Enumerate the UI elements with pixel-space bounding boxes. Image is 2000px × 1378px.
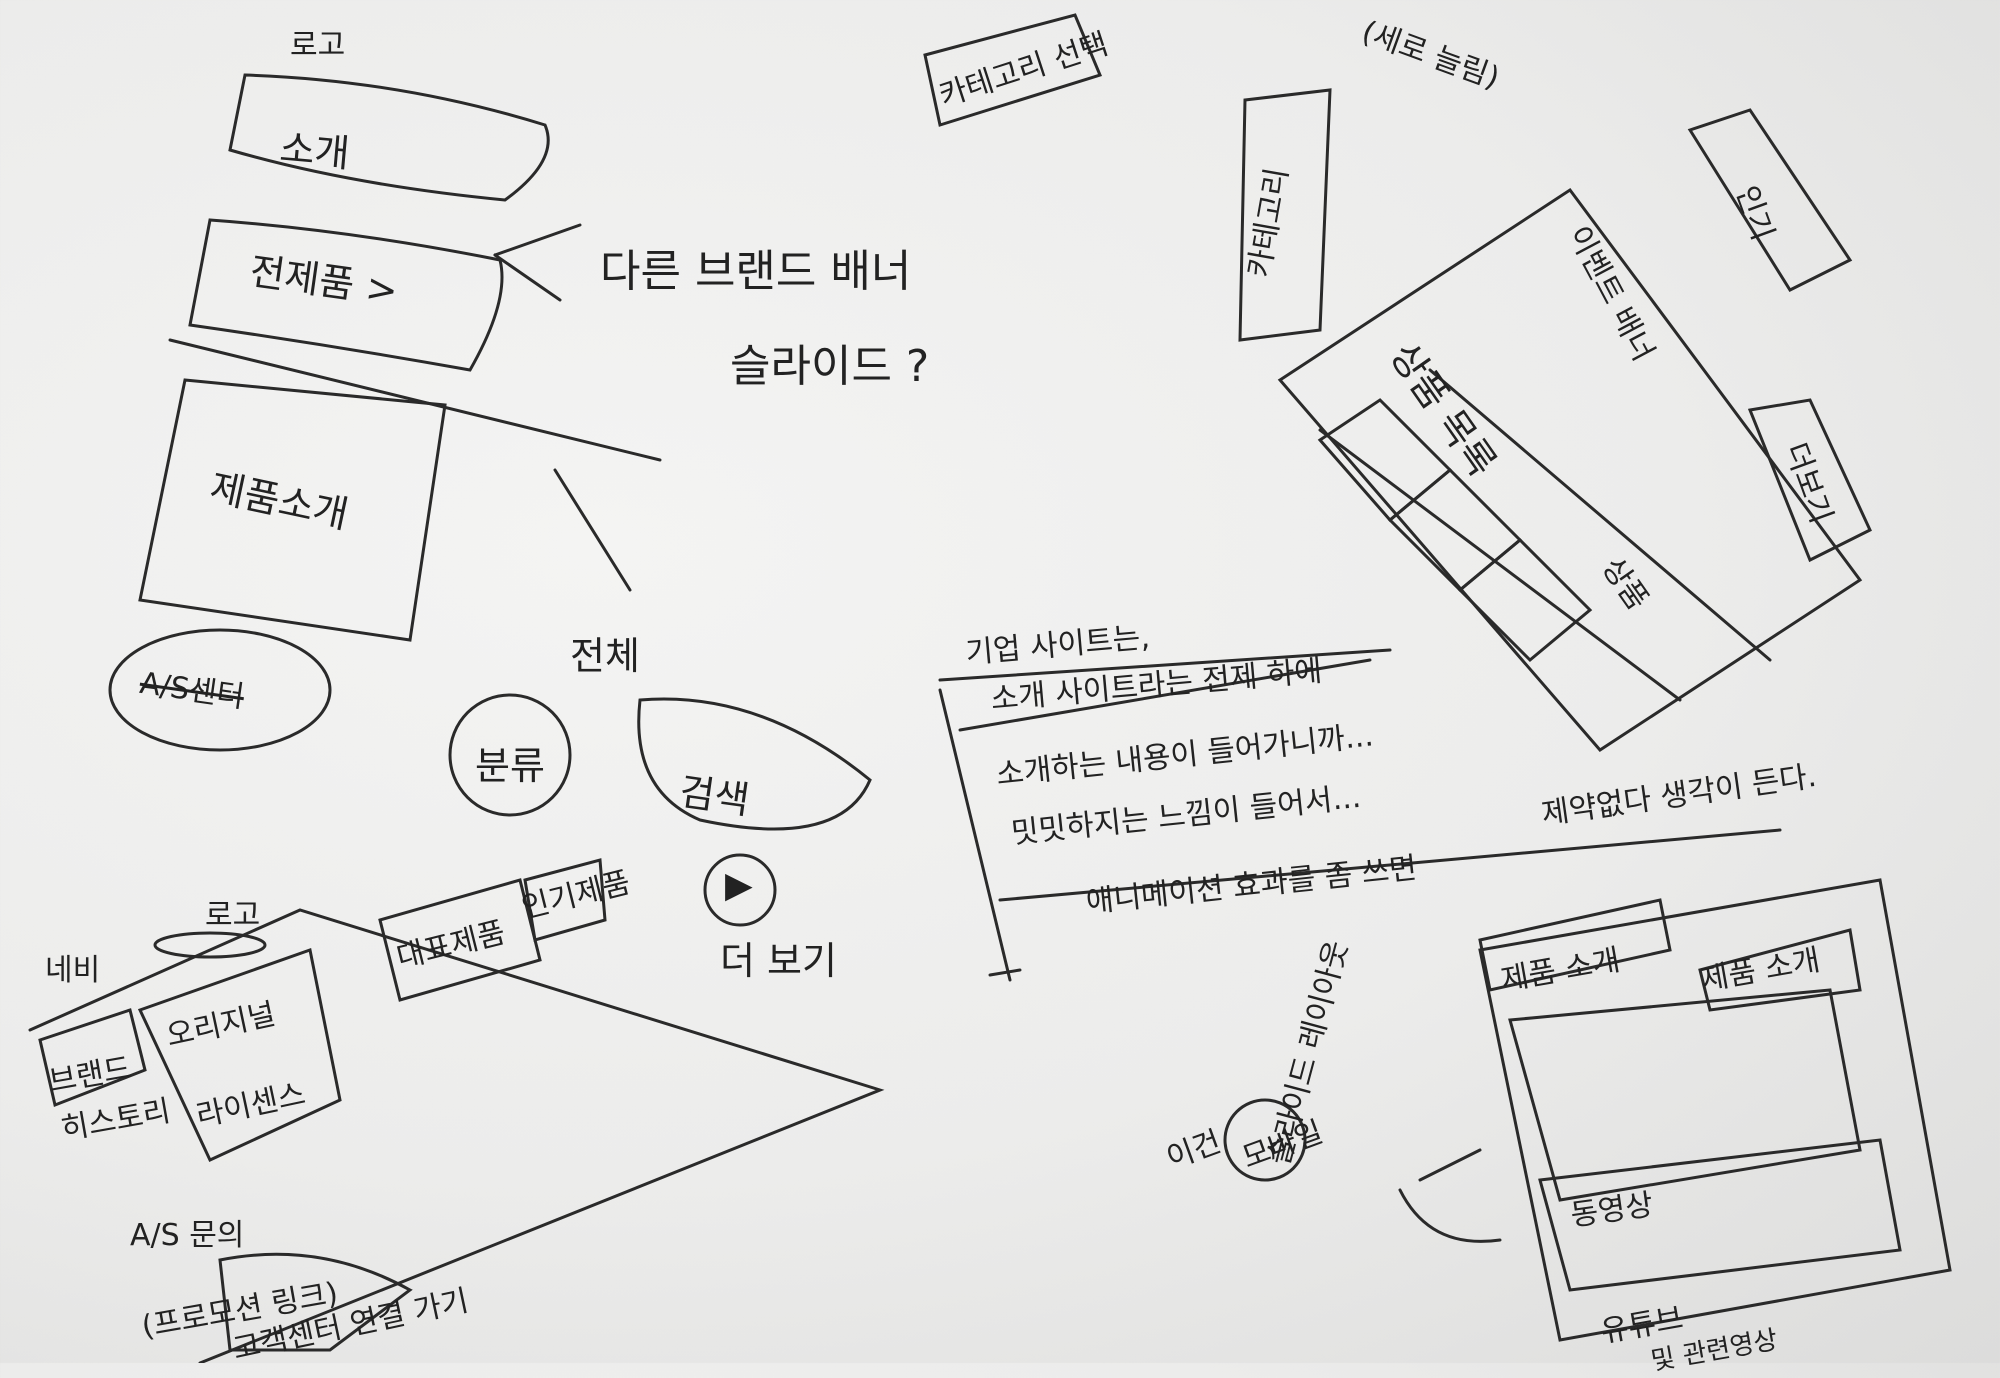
nav-logo: 로고 [205, 898, 261, 933]
filter-category[interactable]: 분류 [475, 744, 545, 788]
as-inquiry[interactable]: A/S 문의 [130, 1218, 245, 1253]
note-banner-line1: 다른 브랜드 배너 [600, 246, 912, 297]
more-link[interactable]: 더 보기 [720, 939, 837, 983]
note-all: 전체 [570, 634, 640, 678]
logo-label: 로고 [290, 28, 346, 63]
filter-search[interactable]: 검색 [676, 769, 753, 823]
menu-intro: 소개 [277, 126, 352, 176]
note-banner-line2: 슬라이드 ? [730, 341, 930, 392]
nav-label: 네비 [45, 953, 101, 988]
play-icon[interactable]: ▶ [725, 865, 753, 906]
